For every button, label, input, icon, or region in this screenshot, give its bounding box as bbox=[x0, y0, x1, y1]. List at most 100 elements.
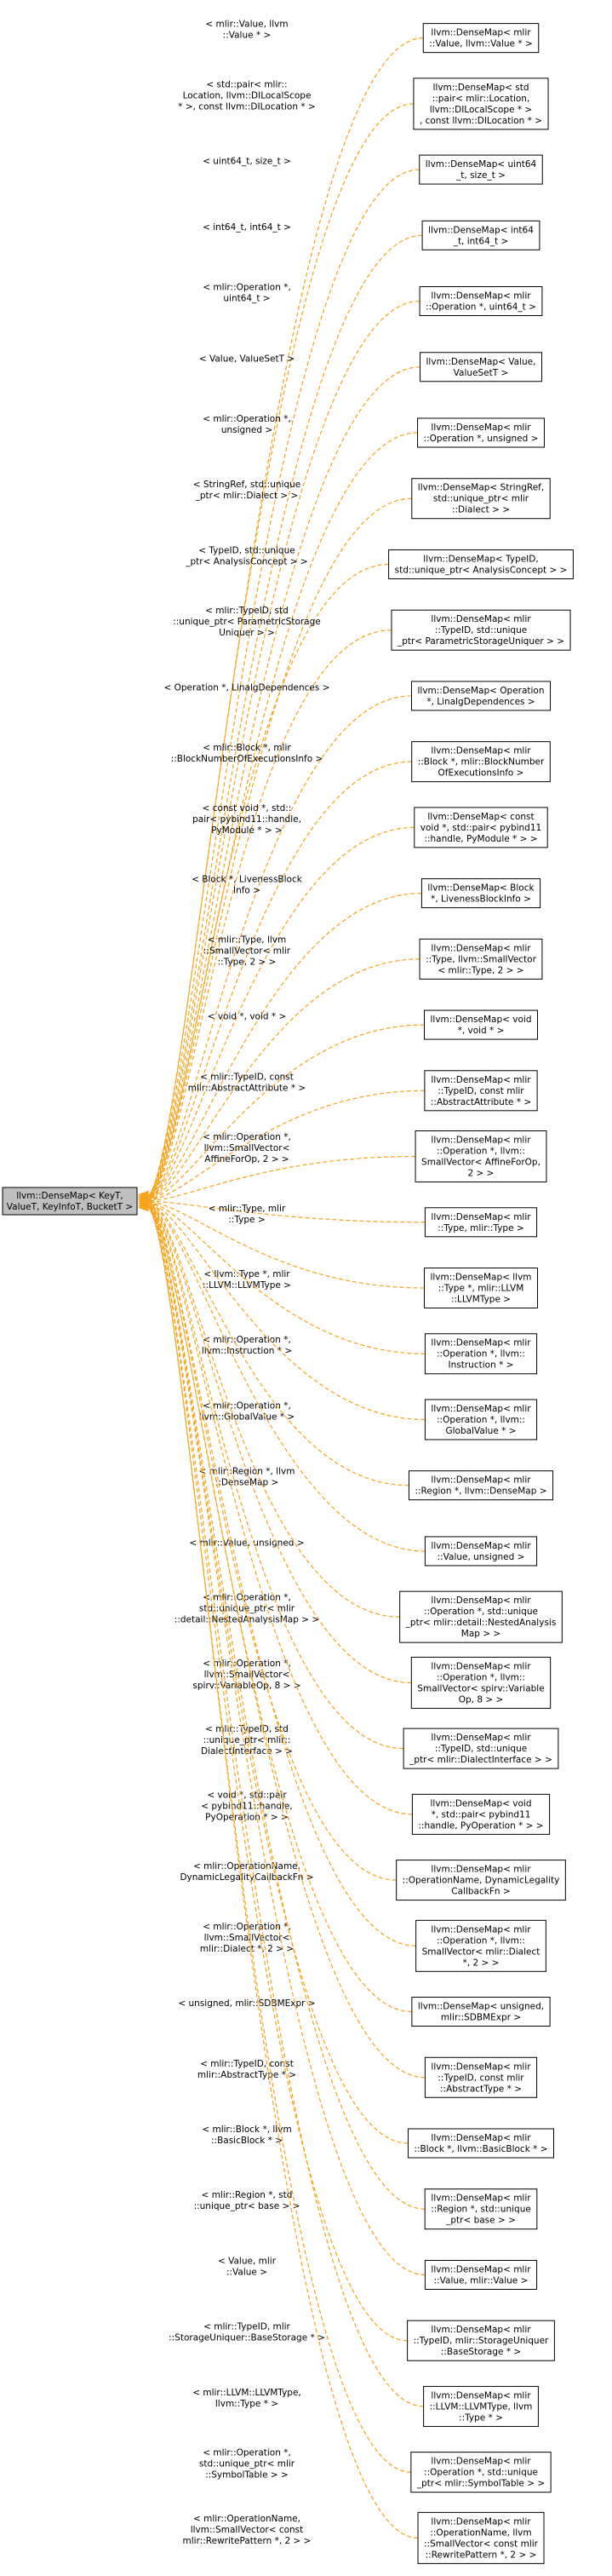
specialization-node[interactable]: llvm::DenseMap< mlir::TypeID, std::uniqu… bbox=[403, 1728, 559, 1769]
specialization-node-line: _t, int64_t > bbox=[453, 236, 509, 246]
specialization-node-line: Map > > bbox=[461, 1629, 500, 1639]
specialization-node[interactable]: llvm::DenseMap< mlir::LLVM::LLVMType, ll… bbox=[423, 2385, 539, 2427]
edge-label-line: < int64_t, int64_t > bbox=[203, 222, 291, 233]
specialization-node-box bbox=[415, 1130, 547, 1183]
specialization-node-line: llvm::DenseMap< mlir bbox=[431, 423, 531, 433]
specialization-node-box bbox=[419, 286, 543, 317]
specialization-node[interactable]: llvm::DenseMap< mlir::Operation *, std::… bbox=[399, 1590, 563, 1643]
specialization-node-box bbox=[403, 1728, 559, 1769]
specialization-node[interactable]: llvm::DenseMap< TypeID, std::unique_ptr<… bbox=[388, 549, 574, 579]
edge-label-line: uint64_t > bbox=[223, 294, 270, 304]
specialization-node[interactable]: llvm::DenseMap< mlir::Value, llvm::Value… bbox=[422, 23, 540, 54]
specialization-node-line: llvm::DenseMap< mlir bbox=[431, 746, 531, 756]
specialization-node[interactable]: llvm::DenseMap< mlir::Type, llvm::SmallV… bbox=[419, 938, 543, 980]
specialization-node-line: ::Operation *, llvm:: bbox=[437, 1349, 525, 1360]
specialization-node[interactable]: llvm::DenseMap< mlir::Operation *, unsig… bbox=[417, 417, 545, 448]
root-node-line-2: ValueT, KeyInfoT, BucketT > bbox=[7, 1202, 133, 1212]
specialization-node-line: ::Type, mlir::Type > bbox=[438, 1223, 523, 1233]
arrowheads-group bbox=[137, 1190, 149, 1212]
specialization-node[interactable]: llvm::DenseMap< mlir::Block *, mlir::Blo… bbox=[411, 741, 551, 783]
specialization-node[interactable]: llvm::DenseMap< llvm::Type *, mlir::LLVM… bbox=[423, 1268, 539, 1308]
specialization-node[interactable]: llvm::DenseMap< mlir::Block *, llvm::Bas… bbox=[407, 2128, 555, 2159]
specialization-node[interactable]: llvm::DenseMap< mlir::OperationName, llv… bbox=[417, 2511, 545, 2564]
specialization-node[interactable]: llvm::DenseMap< mlir::OperationName, Dyn… bbox=[396, 1860, 566, 1901]
specialization-node-box bbox=[410, 681, 552, 711]
specialization-node[interactable]: llvm::DenseMap< mlir::TypeID, const mlir… bbox=[424, 1070, 538, 1112]
specialization-node[interactable]: llvm::DenseMap< mlir::Operation *, uint6… bbox=[419, 286, 543, 317]
specialization-node[interactable]: llvm::DenseMap< Operation *, LinalgDepen… bbox=[410, 681, 552, 711]
inheritance-edge bbox=[146, 234, 423, 1199]
specialization-node-line: llvm::DenseMap< mlir bbox=[431, 943, 531, 953]
specialization-node-line: SmallVector< AffineForOp, bbox=[421, 1158, 541, 1168]
specialization-node[interactable]: llvm::DenseMap< Value, ValueSetT > bbox=[420, 352, 542, 382]
edge-label-line: < void *, void * > bbox=[208, 1012, 287, 1022]
edge-label-line: < mlir::Operation *, bbox=[203, 1132, 291, 1142]
specialization-node-line: ::Type *, mlir::LLVM bbox=[438, 1284, 524, 1294]
specialization-node[interactable]: llvm::DenseMap< int64_t, int64_t > bbox=[421, 220, 541, 250]
specialization-node-line: ::Operation *, uint64_t > bbox=[426, 302, 536, 313]
edge-label-line: ::StorageUniquer::BaseStorage * > bbox=[169, 2333, 325, 2343]
root-node[interactable]: llvm::DenseMap< KeyT, ValueT, KeyInfoT, … bbox=[2, 1187, 138, 1216]
edge-label-line: ::Type, 2 > > bbox=[218, 957, 277, 967]
inheritance-edge bbox=[146, 1205, 411, 2473]
specialization-node-line: llvm::DenseMap< int64 bbox=[428, 225, 534, 235]
specialization-node-line: llvm::DenseMap< mlir bbox=[431, 2516, 531, 2527]
specialization-node-box bbox=[391, 609, 571, 651]
specialization-node[interactable]: llvm::DenseMap< mlir::TypeID, std::uniqu… bbox=[391, 609, 571, 651]
specialization-node[interactable]: llvm::DenseMap< Block *, LivenessBlockIn… bbox=[420, 878, 541, 909]
specialization-node[interactable]: llvm::DenseMap< uint64_t, size_t > bbox=[419, 154, 543, 185]
inheritance-edge bbox=[146, 1090, 425, 1202]
specialization-node-line: std::unique_ptr< mlir bbox=[433, 494, 529, 504]
edge-label-line: < void *, std::pair bbox=[207, 1790, 287, 1800]
specialization-node-line: llvm::DenseMap< Operation bbox=[417, 686, 544, 696]
inheritance-edge bbox=[146, 1201, 426, 1354]
specialization-node-line: ::TypeID, std::unique bbox=[435, 625, 527, 635]
specialization-node-line: llvm::DenseMap< void bbox=[431, 1798, 532, 1808]
edge-label-line: PyOperation * > > bbox=[205, 1812, 289, 1822]
edge-label-line: ::Value * > bbox=[223, 31, 272, 41]
specialization-node-line: ::LLVMType > bbox=[451, 1295, 511, 1305]
specialization-node-line: < mlir::Type, 2 > > bbox=[438, 965, 523, 975]
specialization-node-line: llvm::DenseMap< mlir bbox=[431, 1475, 531, 1486]
specialization-node[interactable]: llvm::DenseMap< StringRef, std::unique_p… bbox=[411, 478, 551, 520]
specialization-node[interactable]: llvm::DenseMap< mlir::Operation *, llvm:… bbox=[424, 1333, 538, 1375]
specialization-node-line: ValueSetT > bbox=[454, 368, 509, 378]
specialization-node[interactable]: llvm::DenseMap< mlir::Operation *, std::… bbox=[410, 2452, 552, 2493]
specialization-node[interactable]: llvm::DenseMap< mlir::TypeID, mlir::Stor… bbox=[407, 2320, 555, 2361]
specialization-node[interactable]: llvm::DenseMap< const void *, std::pair<… bbox=[414, 807, 548, 848]
specialization-node[interactable]: llvm::DenseMap< mlir::Operation *, llvm:… bbox=[410, 1656, 552, 1709]
edge-label-line: < mlir::Block *, mlir bbox=[203, 743, 291, 753]
specialization-node[interactable]: llvm::DenseMap< std::pair< mlir::Locatio… bbox=[413, 78, 549, 130]
specialization-node[interactable]: llvm::DenseMap< mlir::Region *, llvm::De… bbox=[408, 1470, 554, 1501]
specialization-node-box bbox=[414, 807, 548, 848]
edge-label-line: < mlir::TypeID, std bbox=[205, 606, 289, 616]
specialization-node-line: SmallVector< mlir::Dialect bbox=[422, 1946, 541, 1957]
specialization-node-line: _t, size_t > bbox=[455, 170, 506, 181]
specialization-node-line: _ptr< mlir::detail::NestedAnalysis bbox=[405, 1618, 557, 1628]
specialization-node[interactable]: llvm::DenseMap< mlir::Operation *, llvm:… bbox=[415, 1919, 546, 1972]
specialization-node[interactable]: llvm::DenseMap< mlir::Value, mlir::Value… bbox=[424, 2259, 538, 2290]
inheritance-edge bbox=[146, 826, 415, 1200]
specialization-node[interactable]: llvm::DenseMap< void *, std::pair< pybin… bbox=[411, 1793, 551, 1835]
edge-label-line: ::unique_ptr< base > > bbox=[194, 2201, 300, 2211]
specialization-node[interactable]: llvm::DenseMap< mlir::Value, unsigned > bbox=[424, 1536, 538, 1567]
specialization-node-line: llvm::DenseMap< mlir bbox=[431, 1733, 531, 1743]
specialization-node[interactable]: llvm::DenseMap< mlir::Type, mlir::Type > bbox=[424, 1207, 538, 1238]
specialization-node-line: llvm::DenseMap< mlir bbox=[431, 1136, 531, 1146]
specialization-node-line: ::BaseStorage * > bbox=[441, 2347, 521, 2357]
specialization-node[interactable]: llvm::DenseMap< mlir::TypeID, const mlir… bbox=[424, 2056, 538, 2098]
edge-label-line: spirv::VariableOp, 8 > > bbox=[192, 1681, 300, 1691]
edge-label-line: < mlir::Operation *, bbox=[203, 1593, 291, 1603]
specialization-node-box bbox=[419, 938, 543, 980]
specialization-node-box bbox=[424, 1399, 538, 1440]
specialization-node[interactable]: llvm::DenseMap< mlir::Operation *, llvm:… bbox=[424, 1399, 538, 1440]
specialization-node[interactable]: llvm::DenseMap< unsigned, mlir::SDBMExpr… bbox=[411, 1997, 551, 2027]
edge-label-line: PyModule * > > bbox=[211, 825, 283, 836]
inheritance-edge bbox=[146, 103, 414, 1198]
specialization-node[interactable]: llvm::DenseMap< void *, void * > bbox=[424, 1009, 538, 1040]
specialization-node-line: void *, std::pair< pybind11 bbox=[420, 823, 541, 833]
specialization-node-box bbox=[420, 878, 541, 909]
specialization-node-line: ::Type * > bbox=[459, 2412, 503, 2423]
specialization-node[interactable]: llvm::DenseMap< mlir::Operation *, llvm:… bbox=[415, 1130, 547, 1183]
specialization-node[interactable]: llvm::DenseMap< mlir::Region *, std::uni… bbox=[424, 2188, 538, 2230]
